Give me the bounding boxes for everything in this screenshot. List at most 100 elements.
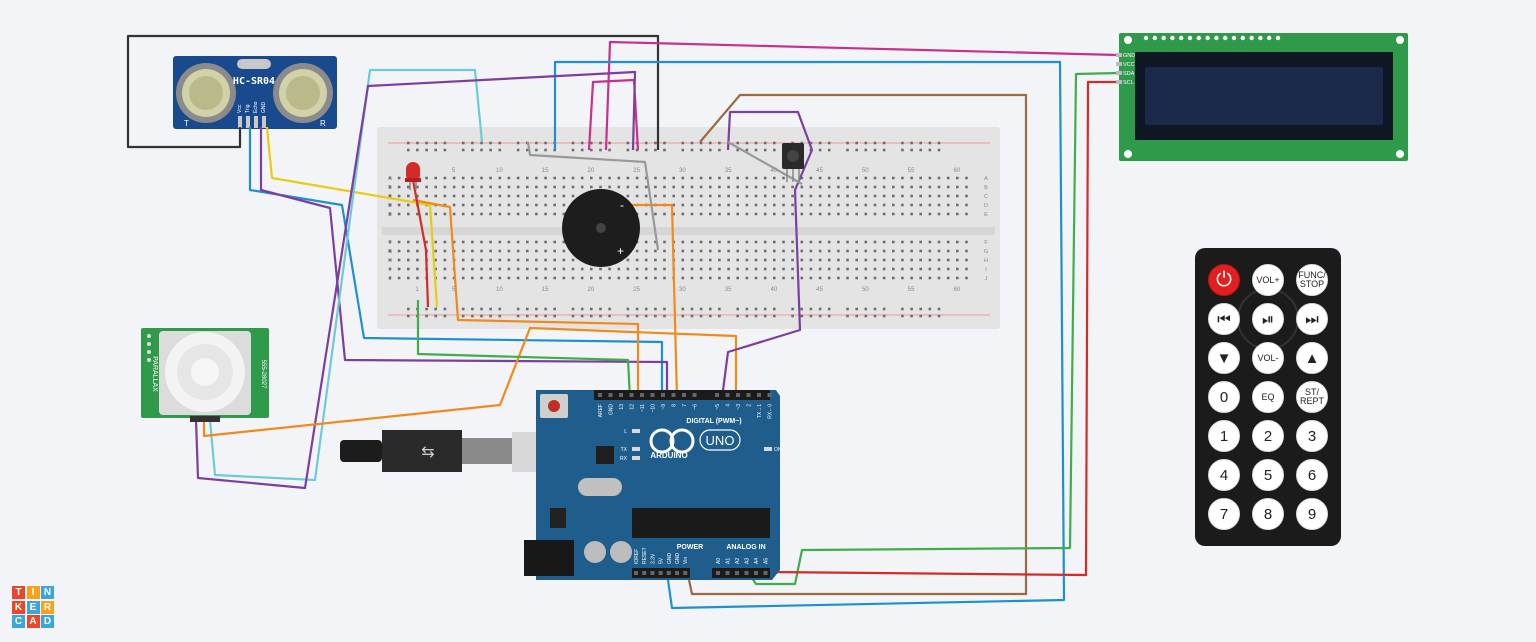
- analog-pin[interactable]: [744, 571, 749, 575]
- digit-3-button[interactable]: 3: [1296, 420, 1328, 452]
- digit-4-button[interactable]: 4: [1208, 459, 1240, 491]
- digital-pin[interactable]: [682, 393, 686, 397]
- digital-pin-label: 8: [672, 404, 678, 407]
- digital-pin[interactable]: [715, 393, 719, 397]
- status-led-label: RX: [620, 456, 628, 462]
- power-pin[interactable]: [683, 571, 688, 575]
- analog-pin[interactable]: [735, 571, 739, 575]
- digital-pin-label: AREF: [598, 404, 604, 417]
- breadboard-column-number: 25: [633, 168, 640, 174]
- lcd-pin[interactable]: [1116, 80, 1122, 84]
- digital-pin[interactable]: [608, 393, 613, 397]
- power-pin-label: Vin: [683, 557, 689, 564]
- digital-pin[interactable]: [671, 393, 676, 397]
- power-pin-label: GND: [675, 553, 681, 565]
- digit-5-button[interactable]: 5: [1252, 459, 1284, 491]
- analog-pin[interactable]: [725, 571, 730, 575]
- logo-letter: E: [26, 600, 40, 614]
- red-led[interactable]: [405, 162, 421, 190]
- digital-pin[interactable]: [598, 393, 602, 397]
- digital-pin[interactable]: [757, 393, 761, 397]
- piezo-buzzer[interactable]: - +: [562, 189, 640, 267]
- breadboard-row-letter: A: [388, 176, 392, 182]
- digit-0-button[interactable]: 0: [1208, 381, 1240, 413]
- digital-pin[interactable]: [767, 393, 772, 397]
- power-pin[interactable]: [642, 571, 647, 575]
- digital-pin[interactable]: [692, 393, 697, 397]
- digital-pin[interactable]: [661, 393, 665, 397]
- power-pin-label: 5V: [659, 557, 665, 564]
- digital-pin[interactable]: [650, 393, 655, 397]
- prev-button[interactable]: ⏮: [1208, 303, 1240, 335]
- analog-pin[interactable]: [716, 571, 720, 575]
- analog-pin[interactable]: [754, 571, 758, 575]
- eq-button[interactable]: EQ: [1252, 381, 1284, 413]
- ultrasonic-pin[interactable]: [246, 116, 250, 128]
- ultrasonic-t-mark: T: [184, 119, 189, 128]
- lcd-pin[interactable]: [1116, 62, 1122, 66]
- ir-receiver[interactable]: [782, 143, 804, 182]
- ultrasonic-pin[interactable]: [262, 116, 266, 128]
- digit-2-button[interactable]: 2: [1252, 420, 1284, 452]
- status-led: [632, 429, 640, 433]
- lcd-pin[interactable]: [1116, 71, 1122, 75]
- lcd-header-pin: [1231, 35, 1237, 41]
- breadboard-column-number: 20: [588, 168, 595, 174]
- lcd-header-pin: [1161, 35, 1166, 41]
- down-button[interactable]: ▼: [1208, 342, 1240, 374]
- wire-cyan-pir: [208, 68, 484, 482]
- analog-pin[interactable]: [763, 571, 768, 575]
- digit-1-button[interactable]: 1: [1208, 420, 1240, 452]
- next-button[interactable]: ⏭: [1296, 303, 1328, 335]
- power-pin[interactable]: [675, 571, 679, 575]
- breadboard-row-letter: H: [388, 258, 392, 264]
- wires[interactable]: [126, 34, 1119, 610]
- digit-9-button[interactable]: 9: [1296, 498, 1328, 530]
- analog-header-label: ANALOG IN: [726, 544, 765, 551]
- pir-sensor[interactable]: PARALLAX 555-28027: [141, 328, 269, 422]
- power-pin[interactable]: [634, 571, 638, 575]
- lcd-header-pin: [1240, 35, 1246, 41]
- st-rept-button[interactable]: ST/ REPT: [1296, 381, 1328, 413]
- power-pin-label: GND: [667, 553, 673, 565]
- digital-pin[interactable]: [746, 393, 751, 397]
- func-stop-button[interactable]: FUNC/ STOP: [1296, 264, 1328, 296]
- logo-letter: A: [26, 615, 40, 628]
- lcd-pin[interactable]: [1116, 53, 1122, 57]
- breadboard-column-number: 55: [908, 287, 915, 293]
- digit-6-button[interactable]: 6: [1296, 459, 1328, 491]
- breadboard-column-number: 1: [415, 287, 419, 293]
- vol-down-button[interactable]: VOL-: [1252, 342, 1284, 374]
- vol-up-button[interactable]: VOL+: [1252, 264, 1284, 296]
- digital-pin[interactable]: [736, 393, 740, 397]
- digital-pin[interactable]: [629, 393, 634, 397]
- power-pin[interactable]: [658, 571, 663, 575]
- wire-blue-ultrasonic-vcc: [248, 127, 664, 398]
- digital-pin-label: ~6: [693, 404, 699, 410]
- digital-pin[interactable]: [619, 393, 623, 397]
- digit-7-button[interactable]: 7: [1208, 498, 1240, 530]
- digital-pin-label: 2: [747, 404, 753, 407]
- digital-pin[interactable]: [640, 393, 644, 397]
- digit-8-button[interactable]: 8: [1252, 498, 1284, 530]
- power-pin[interactable]: [650, 571, 655, 575]
- ultrasonic-pin[interactable]: [238, 116, 242, 128]
- power-pin[interactable]: [666, 571, 671, 575]
- analog-pin-label: A0: [716, 558, 722, 564]
- digital-pin[interactable]: [725, 393, 730, 397]
- breadboard-row-letter: G: [388, 249, 392, 255]
- ultrasonic-pin[interactable]: [254, 116, 258, 128]
- power-button[interactable]: ⏻: [1208, 264, 1240, 296]
- usb-cable[interactable]: ⇆: [340, 430, 558, 472]
- pir-part-label: 555-28027: [260, 360, 266, 389]
- breadboard-row-letter: I: [985, 267, 987, 273]
- play-pause-button[interactable]: ⏯: [1252, 303, 1284, 335]
- status-led-label: ON: [774, 447, 782, 453]
- up-button[interactable]: ▲: [1296, 342, 1328, 374]
